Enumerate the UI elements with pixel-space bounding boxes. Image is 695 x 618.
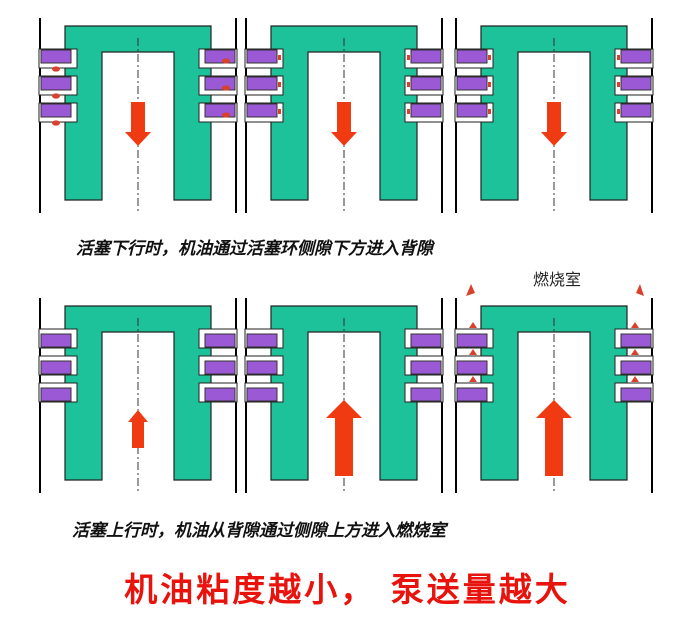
piston-ring-left-top-3-3 xyxy=(456,103,488,118)
piston-ring-right-bottom-3-1 xyxy=(620,333,652,348)
oil-drop-right-top-1-1 xyxy=(222,58,230,64)
motion-arrow-down-top-2 xyxy=(331,102,357,146)
piston-ring-right-top-1-3 xyxy=(204,103,236,118)
piston-ring-left-top-3-2 xyxy=(456,76,488,91)
piston-ring-left-bottom-1-3 xyxy=(40,387,72,402)
oil-mark-right-top-2-3 xyxy=(407,109,410,114)
oil-mark-right-top-3-3 xyxy=(617,109,620,114)
piston-ring-left-top-1-2 xyxy=(40,76,72,91)
oil-drop-left-top-1-2 xyxy=(52,93,60,99)
motion-arrow-down-top-3 xyxy=(541,102,567,146)
oil-mark-left-top-2-3 xyxy=(278,109,281,114)
piston-ring-left-top-2-2 xyxy=(246,76,278,91)
piston-ring-right-bottom-2-3 xyxy=(410,387,442,402)
piston-ring-left-top-1-3 xyxy=(40,103,72,118)
oil-escape-left-bottom-3-2 xyxy=(469,349,477,355)
oil-mark-right-top-3-1 xyxy=(617,55,620,60)
oil-mark-right-top-2-2 xyxy=(407,82,410,87)
piston-ring-right-bottom-1-1 xyxy=(204,333,236,348)
piston-ring-right-top-3-2 xyxy=(620,76,652,91)
piston-ring-right-top-3-3 xyxy=(620,103,652,118)
oil-escape-right-bottom-3-2 xyxy=(631,349,639,355)
piston-ring-left-bottom-2-3 xyxy=(246,387,278,402)
piston-ring-left-bottom-2-1 xyxy=(246,333,278,348)
piston-ring-right-top-2-2 xyxy=(410,76,442,91)
piston-ring-right-bottom-1-3 xyxy=(204,387,236,402)
oil-mark-left-top-2-2 xyxy=(278,82,281,87)
oil-escape-right-bottom-3-1 xyxy=(631,322,639,328)
piston-ring-right-top-2-1 xyxy=(410,49,442,64)
motion-arrow-up-bottom-3 xyxy=(536,400,572,476)
piston-ring-right-top-3-1 xyxy=(620,49,652,64)
piston-ring-left-bottom-2-2 xyxy=(246,360,278,375)
piston-ring-left-bottom-3-2 xyxy=(456,360,488,375)
oil-mark-left-top-2-1 xyxy=(278,55,281,60)
oil-mark-right-top-2-1 xyxy=(407,55,410,60)
piston-ring-right-bottom-2-2 xyxy=(410,360,442,375)
oil-mark-right-top-3-2 xyxy=(617,82,620,87)
piston-ring-right-bottom-3-3 xyxy=(620,387,652,402)
oil-escape-left-bottom-3-3 xyxy=(469,376,477,382)
caption-piston-down: 活塞下行时，机油通过活塞环侧隙下方进入背隙 xyxy=(76,239,433,259)
headline-viscosity-conclusion: 机油粘度越小， 泵送量越大 xyxy=(124,570,571,609)
motion-arrow-up-bottom-2 xyxy=(326,400,362,476)
oil-drop-right-top-1-3 xyxy=(222,112,230,118)
piston-ring-left-bottom-1-1 xyxy=(40,333,72,348)
piston-ring-left-bottom-3-1 xyxy=(456,333,488,348)
piston-ring-left-top-2-1 xyxy=(246,49,278,64)
oil-mark-left-top-3-1 xyxy=(488,55,491,60)
label-combustion-chamber: 燃烧室 xyxy=(533,270,582,289)
oil-escape-right-bottom-3-3 xyxy=(631,376,639,382)
piston-ring-left-top-3-1 xyxy=(456,49,488,64)
oil-flow-arrow-right-bottom-3 xyxy=(636,284,644,296)
motion-arrow-up-bottom-1 xyxy=(128,410,148,448)
piston-ring-right-bottom-2-1 xyxy=(410,333,442,348)
oil-escape-left-bottom-3-1 xyxy=(469,322,477,328)
piston-ring-right-bottom-1-2 xyxy=(204,360,236,375)
oil-mark-left-top-3-2 xyxy=(488,82,491,87)
oil-mark-left-top-3-3 xyxy=(488,109,491,114)
piston-ring-right-top-1-2 xyxy=(204,76,236,91)
piston-ring-left-bottom-1-2 xyxy=(40,360,72,375)
oil-flow-arrow-left-bottom-3 xyxy=(466,284,475,296)
piston-ring-left-bottom-3-3 xyxy=(456,387,488,402)
motion-arrow-down-top-1 xyxy=(125,102,151,146)
piston-ring-right-top-2-3 xyxy=(410,103,442,118)
piston-ring-right-top-1-1 xyxy=(204,49,236,64)
piston-ring-left-top-1-1 xyxy=(40,49,72,64)
oil-drop-left-top-1-3 xyxy=(52,120,60,126)
piston-ring-left-top-2-3 xyxy=(246,103,278,118)
oil-drop-right-top-1-2 xyxy=(222,85,230,91)
caption-piston-up: 活塞上行时，机油从背隙通过侧隙上方进入燃烧室 xyxy=(72,521,446,541)
oil-drop-left-top-1-1 xyxy=(52,66,60,72)
piston-ring-right-bottom-3-2 xyxy=(620,360,652,375)
